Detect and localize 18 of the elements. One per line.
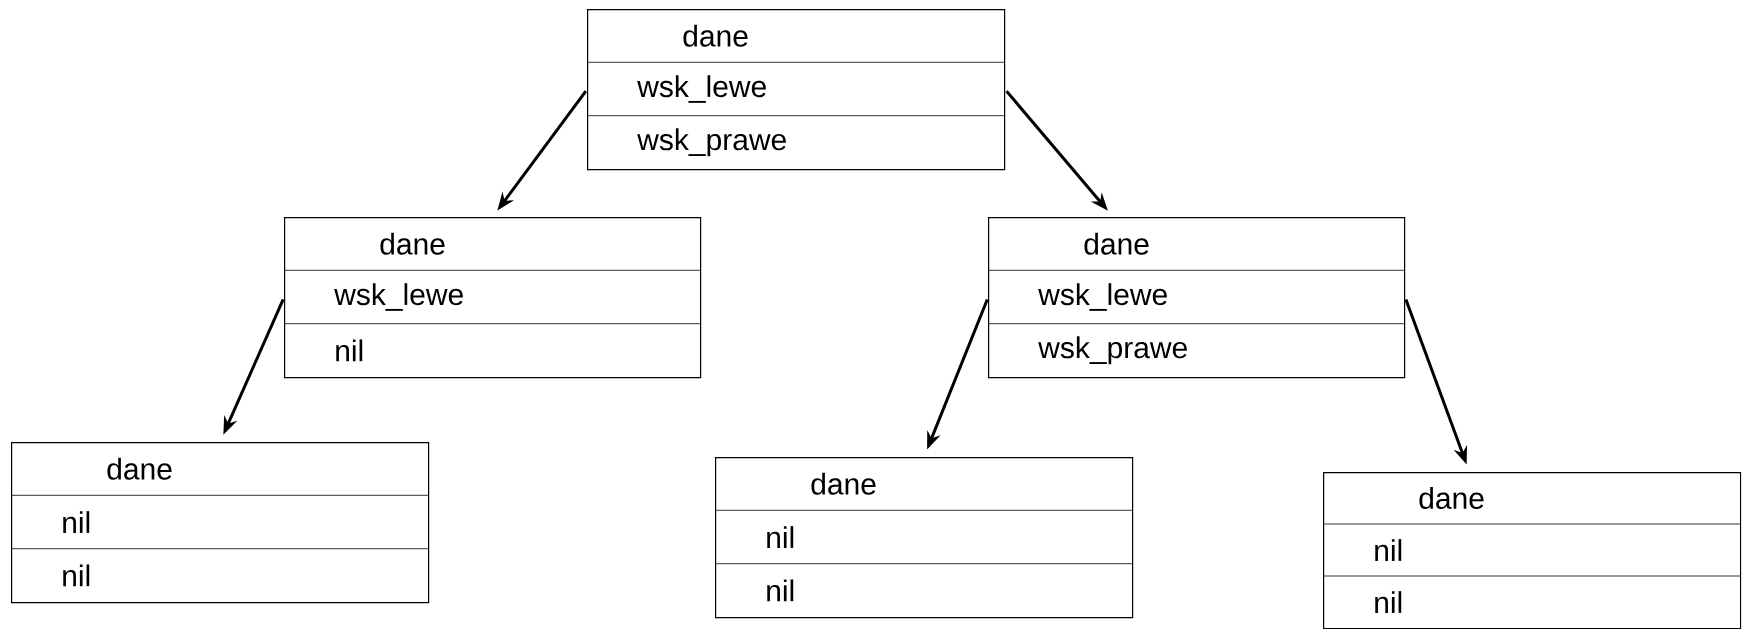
- field-text: nil: [767, 526, 794, 548]
- field-text: nil: [336, 339, 363, 362]
- field-text: dane: [683, 24, 748, 47]
- field-text: nil: [63, 564, 90, 587]
- field-text: wsk_prawe: [1038, 336, 1187, 365]
- field-text: nil: [1375, 591, 1402, 613]
- field-text: dane: [1419, 487, 1484, 510]
- field-text: wsk_lewe: [334, 283, 463, 311]
- field-text: nil: [63, 511, 90, 533]
- field-text: dane: [811, 472, 876, 495]
- field-text: dane: [1084, 232, 1149, 255]
- field-text: wsk_lewe: [1038, 283, 1167, 311]
- field-text: nil: [1375, 539, 1402, 561]
- field-text: dane: [380, 232, 445, 255]
- field-text: nil: [767, 579, 794, 602]
- field-text: wsk_prawe: [637, 128, 786, 157]
- field-text: dane: [107, 457, 172, 480]
- field-text: wsk_lewe: [637, 75, 766, 103]
